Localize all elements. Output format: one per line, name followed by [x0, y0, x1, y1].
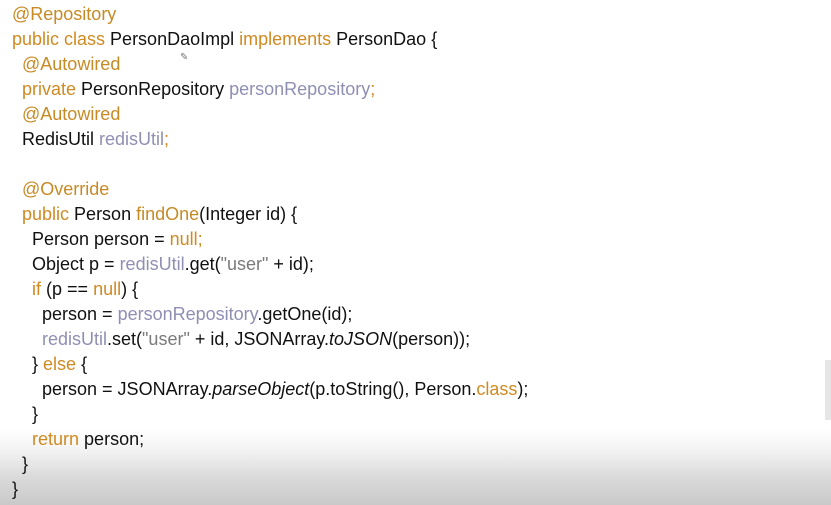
code-token: );	[517, 379, 529, 399]
code-token: .get(	[184, 254, 221, 274]
code-token: personRepository	[229, 79, 371, 99]
code-block: @Repository public class PersonDaoImpl im…	[12, 2, 528, 502]
code-token: toJSON	[329, 329, 393, 349]
code-token	[12, 79, 22, 99]
code-token: }	[12, 404, 39, 424]
code-token	[12, 279, 32, 299]
code-token: redisUtil	[42, 329, 108, 349]
code-token	[12, 429, 32, 449]
code-token	[12, 204, 22, 224]
code-token: @Autowired	[22, 54, 121, 74]
code-token: + id, JSONArray.	[189, 329, 330, 349]
code-line: if (p == null) {	[12, 277, 528, 302]
code-token: return	[32, 429, 85, 449]
code-token: .getOne(id);	[257, 304, 353, 324]
code-token: Person person =	[12, 229, 170, 249]
code-token: }	[12, 354, 44, 374]
code-token: ;	[370, 79, 376, 99]
code-token	[12, 329, 42, 349]
code-token: if	[32, 279, 47, 299]
code-token: (p ==	[46, 279, 94, 299]
code-line: }	[12, 402, 528, 427]
code-token: person;	[84, 429, 145, 449]
code-token: PersonDao {	[336, 29, 438, 49]
pen-icon: ✎	[180, 52, 189, 63]
code-token	[12, 179, 22, 199]
code-token	[12, 104, 22, 124]
code-token: {	[81, 354, 88, 374]
code-line: private PersonRepository personRepositor…	[12, 77, 528, 102]
code-token: (Integer id) {	[199, 204, 298, 224]
code-line: Person person = null;	[12, 227, 528, 252]
code-token: null	[93, 279, 122, 299]
code-token: RedisUtil	[12, 129, 100, 149]
code-token: ) {	[121, 279, 139, 299]
slide-edge	[825, 360, 831, 420]
code-token: redisUtil	[119, 254, 185, 274]
code-token: @Repository	[12, 4, 117, 24]
code-token: ;	[164, 129, 170, 149]
code-line: }	[12, 477, 528, 502]
code-line: person = personRepository.getOne(id);	[12, 302, 528, 327]
code-line: } else {	[12, 352, 528, 377]
code-token: PersonDaoImpl	[110, 29, 240, 49]
code-line: RedisUtil redisUtil;	[12, 127, 528, 152]
code-token: implements	[239, 29, 337, 49]
code-token: + id);	[268, 254, 314, 274]
code-token: }	[12, 454, 29, 474]
code-token: private	[22, 79, 82, 99]
code-line: Object p = redisUtil.get("user" + id);	[12, 252, 528, 277]
code-line: @Autowired	[12, 102, 528, 127]
code-token: (p.toString(), Person.	[309, 379, 477, 399]
code-token: PersonRepository	[81, 79, 230, 99]
code-token: .set(	[107, 329, 143, 349]
code-line: @Override	[12, 177, 528, 202]
code-line: person = JSONArray.parseObject(p.toStrin…	[12, 377, 528, 402]
code-token: personRepository	[117, 304, 258, 324]
code-token: public class	[12, 29, 111, 49]
code-token: person = JSONArray.	[12, 379, 213, 399]
code-line: redisUtil.set("user" + id, JSONArray.toJ…	[12, 327, 528, 352]
code-token: else	[43, 354, 82, 374]
code-line	[12, 152, 528, 177]
code-token: @Autowired	[22, 104, 121, 124]
code-token: public	[22, 204, 75, 224]
code-token: @Override	[22, 179, 110, 199]
code-line: return person;	[12, 427, 528, 452]
code-token: null	[169, 229, 198, 249]
code-token: Object p =	[12, 254, 120, 274]
code-token: findOne	[136, 204, 200, 224]
code-token: parseObject	[212, 379, 310, 399]
code-token: person =	[12, 304, 118, 324]
code-line: public class PersonDaoImpl implements Pe…	[12, 27, 528, 52]
code-token: (person));	[392, 329, 471, 349]
code-line: @Autowired	[12, 52, 528, 77]
code-token: redisUtil	[99, 129, 165, 149]
code-line: public Person findOne(Integer id) {	[12, 202, 528, 227]
code-token: class	[476, 379, 518, 399]
code-token	[12, 54, 22, 74]
code-token: "user"	[142, 329, 190, 349]
code-line: @Repository	[12, 2, 528, 27]
code-token: }	[12, 479, 19, 499]
code-token: ;	[197, 229, 203, 249]
code-token: "user"	[220, 254, 269, 274]
code-token: Person	[74, 204, 137, 224]
code-line: }	[12, 452, 528, 477]
